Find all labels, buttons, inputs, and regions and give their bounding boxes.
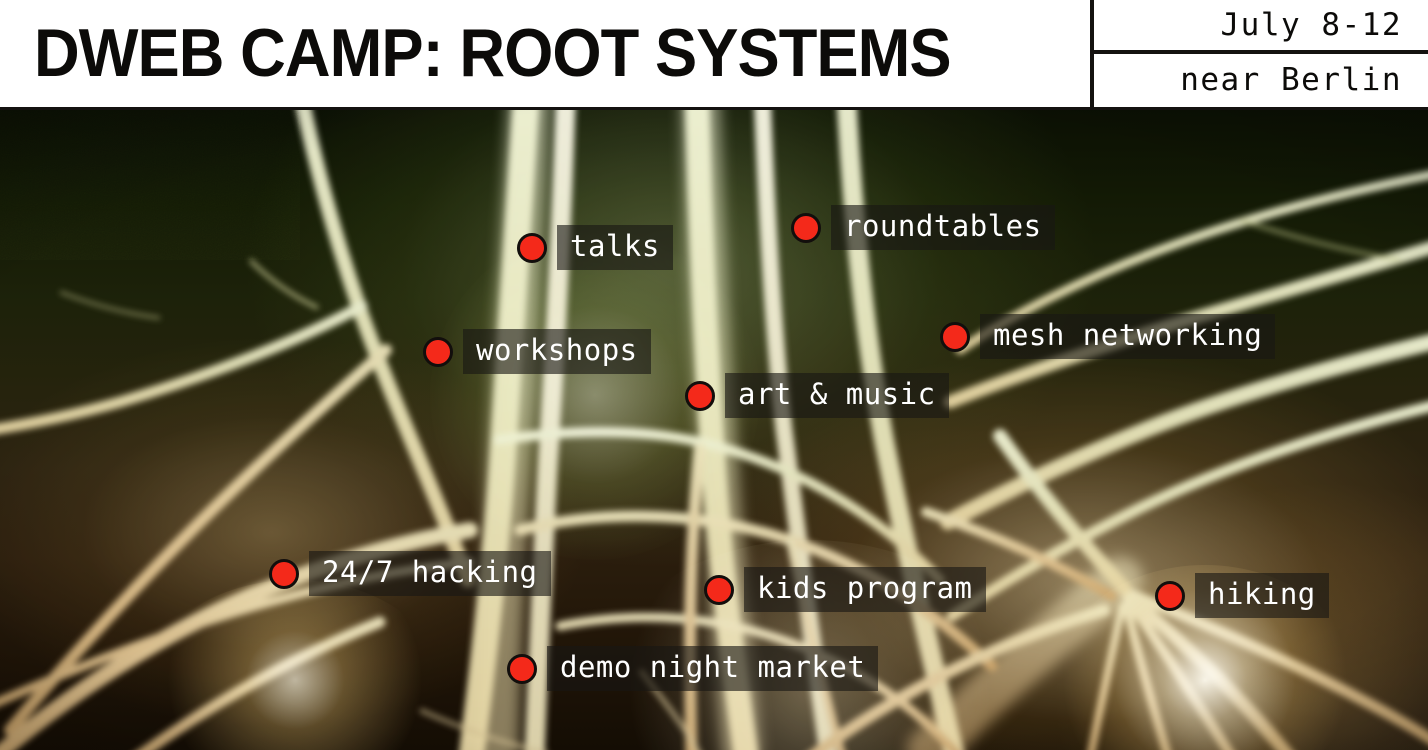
marker-label: hiking: [1195, 573, 1329, 618]
marker-label: 24/7 hacking: [309, 551, 551, 596]
marker-dot-icon[interactable]: [1155, 580, 1185, 611]
marker-label: kids program: [744, 567, 986, 612]
marker-hiking[interactable]: hiking: [1155, 573, 1329, 618]
marker-dot-icon[interactable]: [507, 653, 537, 684]
marker-layer: talks roundtables workshops mesh network…: [0, 110, 1428, 750]
event-location-row: near Berlin: [1094, 54, 1428, 108]
marker-label: art & music: [725, 373, 949, 418]
event-dates: July 8-12: [1220, 6, 1402, 43]
marker-roundtables[interactable]: roundtables: [791, 205, 1055, 250]
marker-hacking[interactable]: 24/7 hacking: [269, 551, 551, 596]
page-title: DWEB CAMP: ROOT SYSTEMS: [34, 15, 952, 92]
marker-label: roundtables: [831, 205, 1055, 250]
marker-dot-icon[interactable]: [685, 380, 715, 411]
marker-demo-night-market[interactable]: demo night market: [507, 646, 879, 691]
marker-dot-icon[interactable]: [940, 321, 970, 352]
header-meta-cell: July 8-12 near Berlin: [1090, 0, 1428, 107]
event-dates-row: July 8-12: [1094, 0, 1428, 54]
marker-label: mesh networking: [980, 314, 1276, 359]
marker-workshops[interactable]: workshops: [423, 329, 651, 374]
marker-dot-icon[interactable]: [517, 232, 547, 263]
marker-dot-icon[interactable]: [423, 336, 453, 367]
root-photo-stage: talks roundtables workshops mesh network…: [0, 110, 1428, 750]
header-title-cell: DWEB CAMP: ROOT SYSTEMS: [0, 0, 1090, 107]
event-location: near Berlin: [1180, 62, 1402, 99]
marker-kids-program[interactable]: kids program: [704, 567, 986, 612]
marker-art-music[interactable]: art & music: [685, 373, 949, 418]
marker-label: demo night market: [547, 646, 879, 691]
marker-talks[interactable]: talks: [517, 225, 673, 270]
marker-dot-icon[interactable]: [791, 212, 821, 243]
marker-dot-icon[interactable]: [269, 558, 299, 589]
marker-mesh-networking[interactable]: mesh networking: [940, 314, 1276, 359]
marker-label: workshops: [463, 329, 651, 374]
poster-header: DWEB CAMP: ROOT SYSTEMS July 8-12 near B…: [0, 0, 1428, 110]
marker-label: talks: [557, 225, 673, 270]
marker-dot-icon[interactable]: [704, 574, 734, 605]
